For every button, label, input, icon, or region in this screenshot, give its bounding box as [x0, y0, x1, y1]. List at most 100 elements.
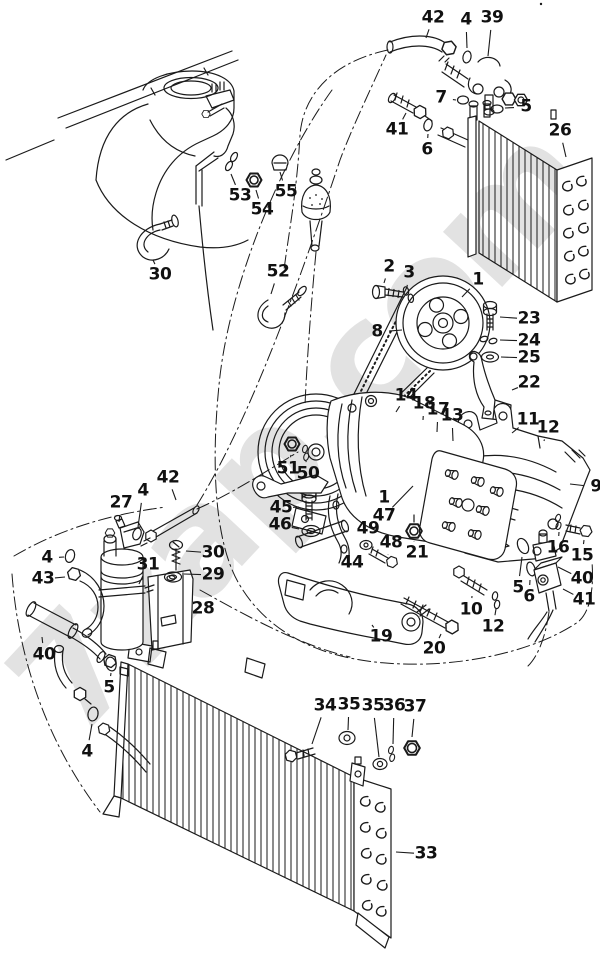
callout-53[interactable]: 53 [228, 185, 252, 206]
callout-27[interactable]: 27 [109, 492, 133, 513]
callout-35[interactable]: 35 [337, 694, 361, 715]
callout-5[interactable]: 5 [520, 96, 532, 117]
evaporator-26 [467, 93, 593, 303]
callout-43[interactable]: 43 [31, 568, 55, 589]
support-19 [277, 572, 430, 646]
callout-37[interactable]: 37 [403, 696, 427, 717]
leader-54 [255, 189, 260, 199]
callout-25[interactable]: 25 [517, 347, 541, 368]
callout-52[interactable]: 52 [266, 261, 290, 282]
nut-54 [245, 172, 263, 188]
screw-30b [168, 539, 184, 571]
callout-5[interactable]: 5 [512, 577, 524, 598]
callout-22[interactable]: 22 [517, 372, 541, 393]
callout-1[interactable]: 1 [472, 269, 484, 290]
callout-16[interactable]: 16 [546, 537, 570, 558]
pipe-42b [140, 505, 200, 547]
callout-54[interactable]: 54 [250, 199, 274, 220]
callout-10[interactable]: 10 [459, 599, 483, 620]
washer-29 [163, 571, 183, 583]
callout-42[interactable]: 42 [421, 7, 445, 28]
callout-20[interactable]: 20 [422, 638, 446, 659]
callout-41[interactable]: 41 [385, 119, 409, 140]
callout-8[interactable]: 8 [371, 321, 383, 342]
leader-37 [411, 718, 415, 738]
callout-40[interactable]: 40 [570, 568, 594, 589]
callout-4[interactable]: 4 [81, 741, 93, 762]
callout-4[interactable]: 4 [41, 547, 53, 568]
callout-50[interactable]: 50 [296, 463, 320, 484]
valve-41 [527, 556, 563, 643]
callout-34[interactable]: 34 [313, 695, 337, 716]
callout-13[interactable]: 13 [440, 405, 464, 426]
callout-41[interactable]: 41 [572, 589, 596, 610]
callout-21[interactable]: 21 [405, 542, 429, 563]
callout-12[interactable]: 12 [481, 616, 505, 637]
callout-26[interactable]: 26 [548, 120, 572, 141]
leader-23 [499, 316, 518, 319]
stray-dot [539, 2, 543, 6]
callout-42[interactable]: 42 [156, 467, 180, 488]
callout-39[interactable]: 39 [480, 7, 504, 28]
callout-17[interactable]: 17 [426, 399, 450, 420]
callout-44[interactable]: 44 [340, 552, 364, 573]
leader-26 [562, 142, 567, 158]
callout-9[interactable]: 9 [590, 476, 600, 497]
callout-15[interactable]: 15 [570, 545, 594, 566]
bolt-15 [565, 524, 594, 538]
callout-6[interactable]: 6 [421, 139, 433, 160]
callout-33[interactable]: 33 [414, 843, 438, 864]
washer-35b [372, 757, 388, 771]
callout-23[interactable]: 23 [517, 308, 541, 329]
callout-40[interactable]: 40 [32, 644, 56, 665]
leader-27 [118, 514, 121, 523]
callout-28[interactable]: 28 [191, 598, 215, 619]
callout-6[interactable]: 6 [523, 586, 535, 607]
callout-4[interactable]: 4 [137, 480, 149, 501]
callout-30[interactable]: 30 [148, 264, 172, 285]
bolt-48 [368, 546, 400, 570]
callout-18[interactable]: 18 [412, 393, 436, 414]
washer-pair-24 [479, 335, 498, 345]
callout-7[interactable]: 7 [435, 87, 447, 108]
callout-47[interactable]: 47 [372, 505, 396, 526]
callout-14[interactable]: 14 [394, 385, 418, 406]
callout-12[interactable]: 12 [536, 417, 560, 438]
callout-45[interactable]: 45 [269, 497, 293, 518]
bolt-10 [450, 563, 488, 596]
leader-43 [54, 576, 66, 579]
strap-44 [327, 493, 350, 565]
callout-36[interactable]: 36 [382, 695, 406, 716]
callout-3[interactable]: 3 [403, 262, 415, 283]
leader-33 [395, 851, 415, 854]
nut-37 [403, 740, 421, 756]
callout-35[interactable]: 35 [361, 695, 385, 716]
callout-31[interactable]: 31 [136, 554, 160, 575]
callout-46[interactable]: 46 [268, 514, 292, 535]
callout-30[interactable]: 30 [201, 542, 225, 563]
callout-24[interactable]: 24 [517, 330, 541, 351]
callout-19[interactable]: 19 [369, 626, 393, 647]
leader-55 [279, 171, 284, 181]
leader-47 [391, 485, 414, 508]
callout-11[interactable]: 11 [516, 409, 540, 430]
callout-55[interactable]: 55 [274, 181, 298, 202]
leader-19 [371, 624, 375, 628]
callout-5[interactable]: 5 [103, 677, 115, 698]
o-ring-4d [87, 706, 99, 722]
callout-49[interactable]: 49 [356, 518, 380, 539]
leader-25 [500, 356, 518, 359]
callout-4[interactable]: 4 [460, 9, 472, 30]
callout-48[interactable]: 48 [379, 532, 403, 553]
callout-51[interactable]: 51 [276, 458, 300, 479]
o-ring-5b [516, 537, 530, 555]
leader-41 [402, 112, 407, 120]
leader-8 [388, 329, 403, 332]
callout-2[interactable]: 2 [383, 256, 395, 277]
hose-43 [65, 566, 105, 638]
callout-29[interactable]: 29 [201, 564, 225, 585]
callout-1[interactable]: 1 [378, 487, 390, 508]
